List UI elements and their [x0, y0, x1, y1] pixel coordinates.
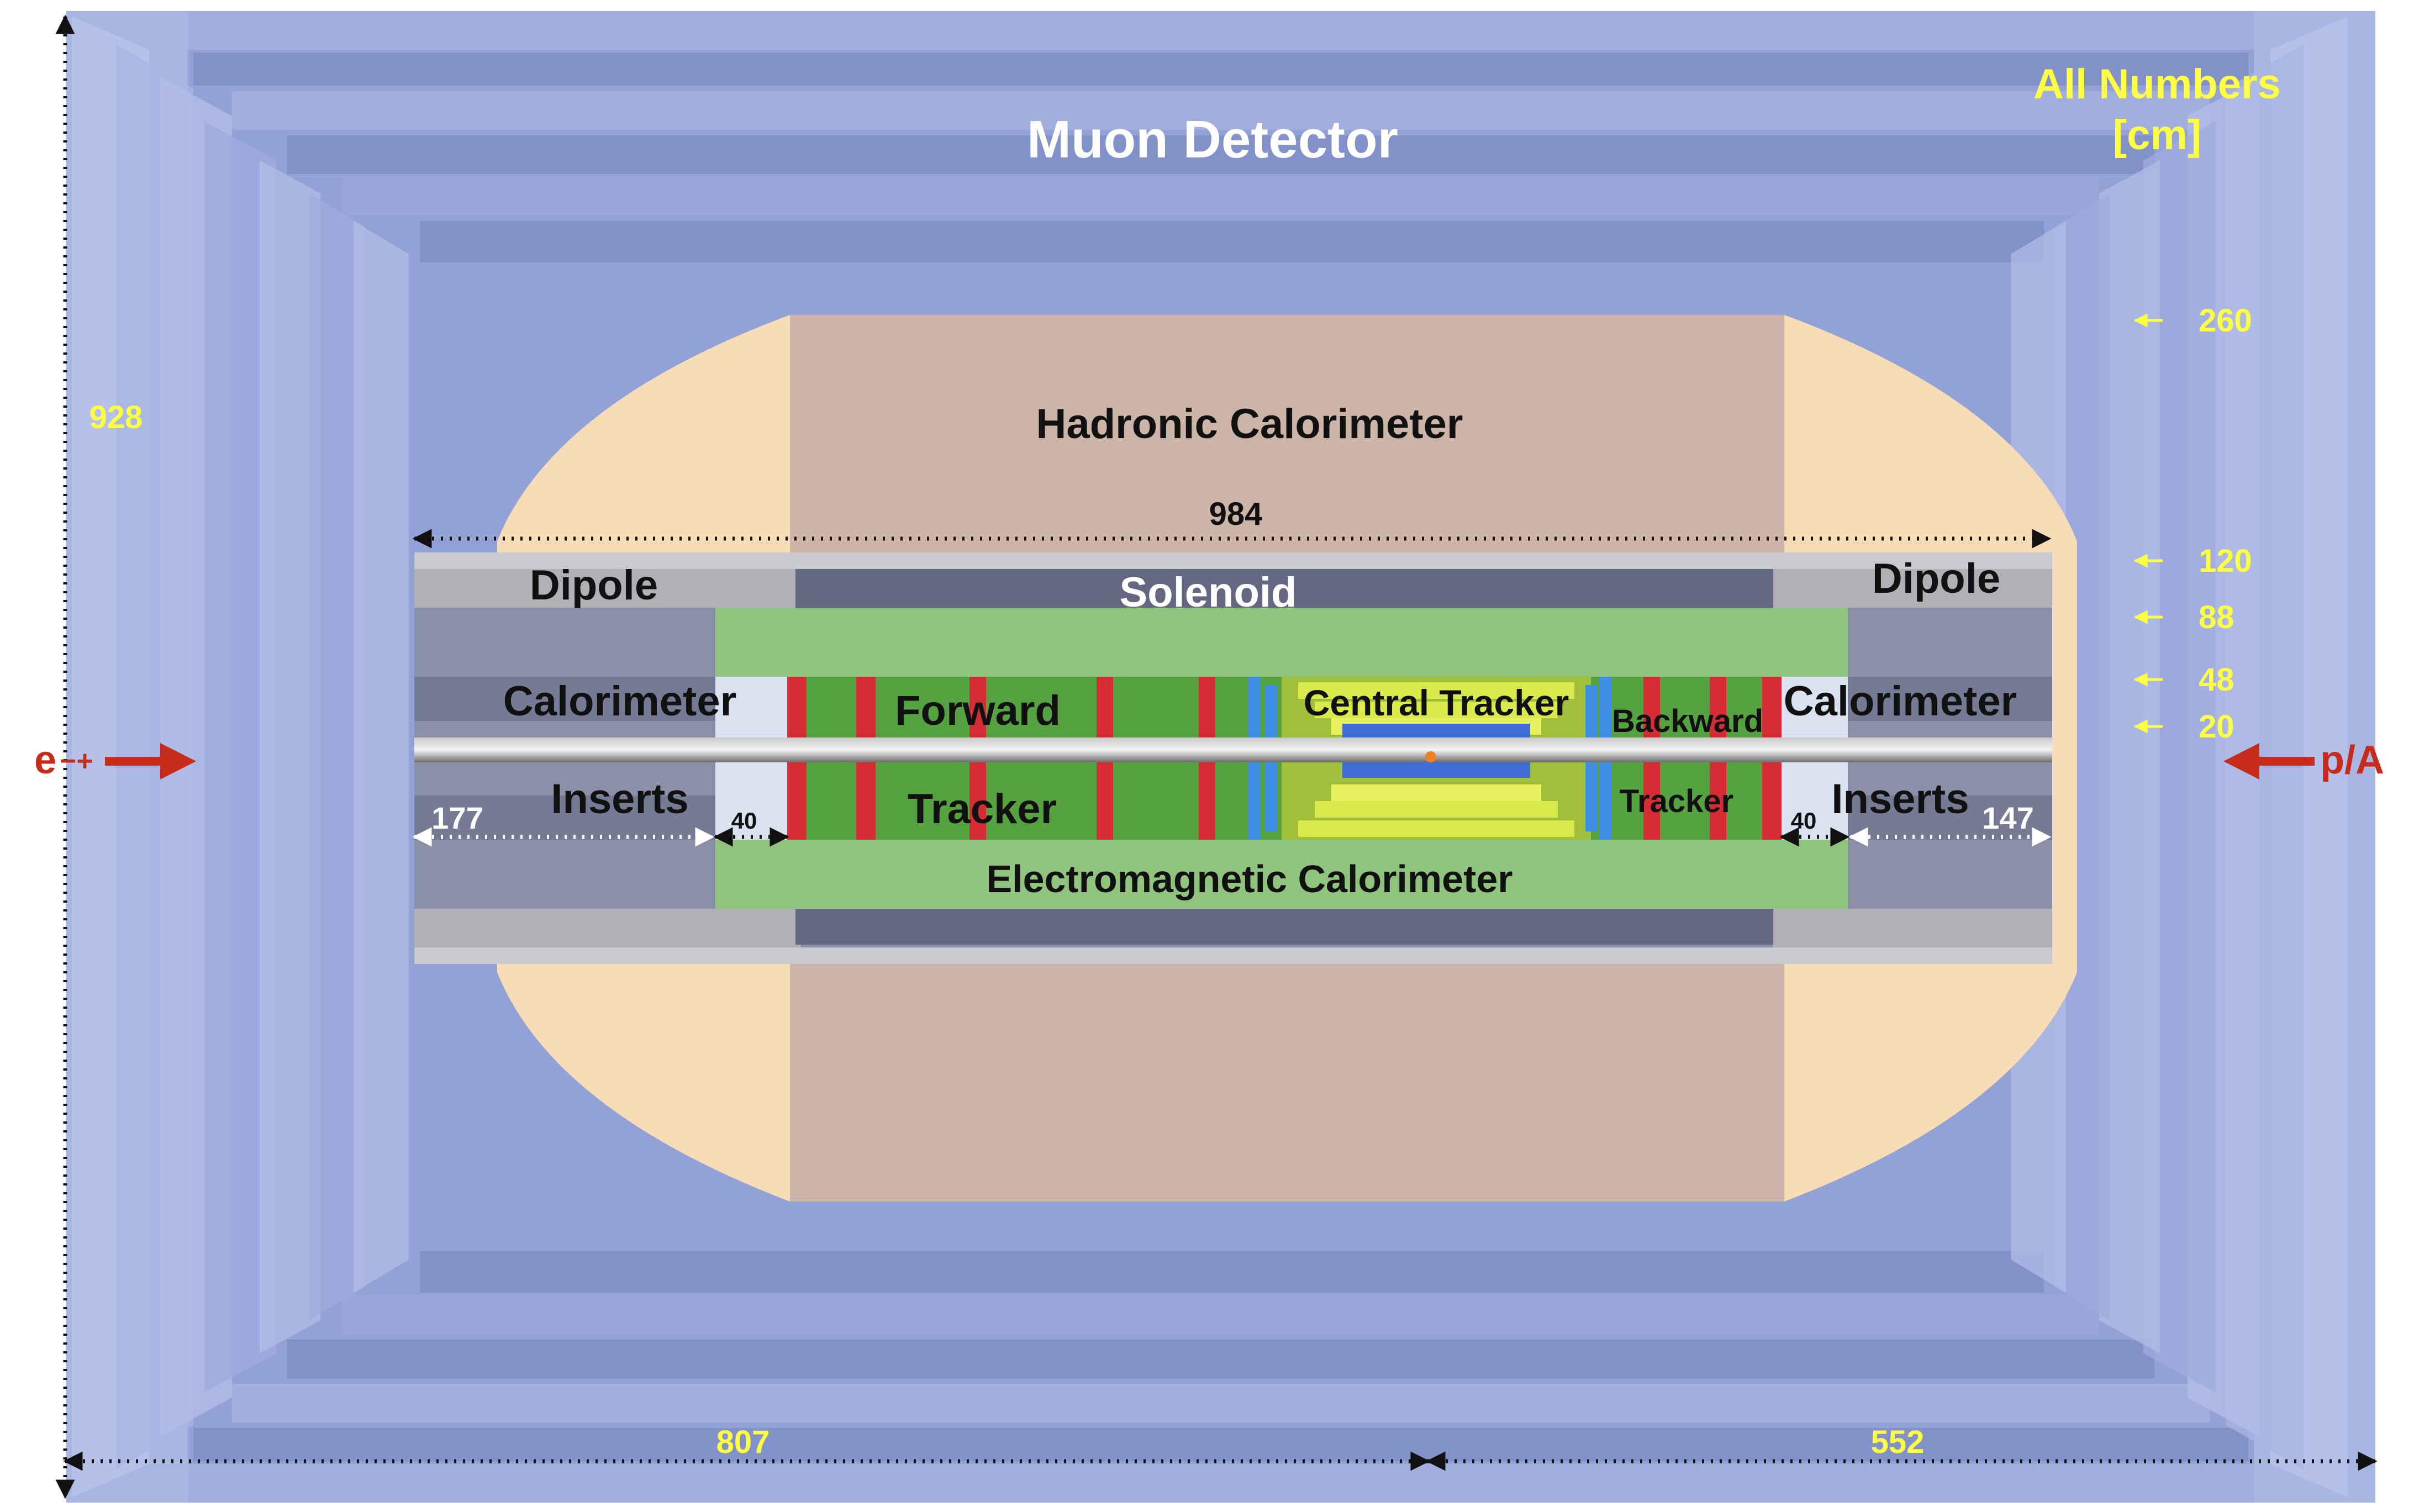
beam-arrows: [105, 743, 2315, 779]
muon-detector-label: Muon Detector: [1027, 110, 1398, 169]
inserts-left-label: Inserts: [551, 776, 688, 823]
hadronic-calorimeter-label: Hadronic Calorimeter: [1036, 401, 1463, 447]
solenoid-label: Solenoid: [1120, 569, 1297, 616]
beam-left-label: e: [34, 738, 56, 782]
beam-pipe: [414, 737, 2052, 762]
calorimeter-left-label: Calorimeter: [503, 678, 736, 725]
forward-tracker-label: Tracker: [908, 786, 1057, 833]
beam-left-charge: −+: [60, 745, 93, 777]
dimension-lines: [55, 14, 2378, 1499]
unit-label: [cm]: [2113, 112, 2201, 159]
solenoid-top: [795, 569, 1773, 608]
em-calorimeter-label: Electromagnetic Calorimeter: [986, 857, 1512, 900]
all-numbers-label: All Numbers: [2033, 61, 2281, 108]
radius-120: 120: [2199, 543, 2252, 579]
backward-label: Backward: [1612, 703, 1763, 739]
dim-gap-left: 40: [731, 808, 757, 834]
radius-markers: [2133, 313, 2163, 734]
dim-right-length: 552: [1871, 1424, 1925, 1460]
dipole-right-label: Dipole: [1872, 555, 2000, 602]
central-tracker-label: Central Tracker: [1304, 682, 1569, 723]
backward-tracker-label: Tracker: [1620, 783, 1733, 819]
blue-disks: [1248, 677, 1611, 840]
solenoid-bottom: [795, 909, 1773, 945]
inserts-right-label: Inserts: [1831, 776, 1969, 823]
interaction-point: [1425, 751, 1436, 762]
forward-label: Forward: [895, 687, 1061, 734]
beam-right-label: p/A: [2320, 738, 2384, 782]
inner-barrel: [414, 552, 2052, 964]
dim-gap-right: 40: [1791, 808, 1817, 834]
calorimeter-right-label: Calorimeter: [1784, 678, 2017, 725]
dim-total-height: 928: [89, 399, 143, 435]
red-disks: [787, 677, 1782, 840]
dim-insert-left: 177: [431, 800, 483, 835]
radius-20: 20: [2199, 709, 2234, 745]
dim-barrel-length: 984: [1209, 496, 1263, 532]
radius-88: 88: [2199, 599, 2234, 635]
radius-48: 48: [2199, 662, 2234, 698]
dim-insert-right: 147: [1982, 800, 2033, 835]
dipole-left-label: Dipole: [530, 562, 658, 609]
radius-260: 260: [2199, 303, 2252, 339]
dim-left-length: 807: [716, 1424, 770, 1460]
